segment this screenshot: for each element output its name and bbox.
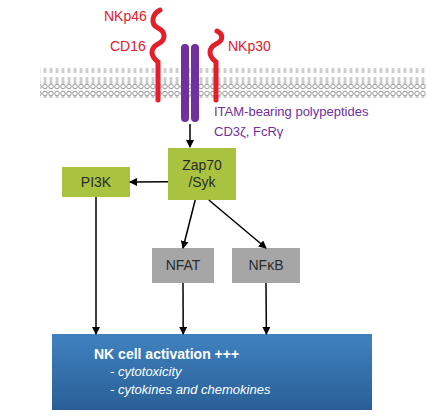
itam-polypeptide — [191, 44, 199, 122]
signal-arrow — [189, 124, 191, 147]
signal-box: NFAT — [152, 248, 214, 283]
receptor-name: NKp46 — [104, 8, 147, 24]
signal-arrow — [183, 200, 195, 248]
outcome-item: - cytotoxicity — [110, 363, 182, 381]
signal-box: Zap70 /Syk — [168, 148, 236, 200]
outcome-box: NK cell activation +++- cytotoxicity- cy… — [52, 334, 372, 410]
receptor-name: CD16 — [110, 38, 146, 54]
nkp30-receptor — [210, 31, 222, 100]
lipid-bilayer — [40, 68, 426, 98]
polypeptide-label: CD3ζ, FcRγ — [214, 124, 283, 139]
signal-box: PI3K — [62, 167, 130, 197]
node-label: Zap70 /Syk — [177, 157, 227, 191]
node-label: NFκB — [249, 257, 284, 274]
signal-box: NFκB — [232, 248, 300, 283]
nkp46-cd16-receptor — [152, 10, 164, 100]
signal-arrow — [265, 283, 267, 334]
itam-polypeptide — [181, 44, 189, 122]
node-label: NFAT — [166, 257, 201, 274]
outcome-item: - cytokines and chemokines — [110, 381, 270, 399]
signal-arrow — [209, 200, 266, 248]
node-label: PI3K — [81, 174, 111, 191]
polypeptide-label: ITAM-bearing polypeptides — [214, 104, 368, 119]
signal-arrow — [182, 283, 184, 334]
signal-arrow — [130, 181, 168, 183]
signal-arrow — [95, 197, 97, 334]
receptor-name: NKp30 — [228, 38, 271, 54]
outcome-heading: NK cell activation +++ — [94, 345, 239, 363]
